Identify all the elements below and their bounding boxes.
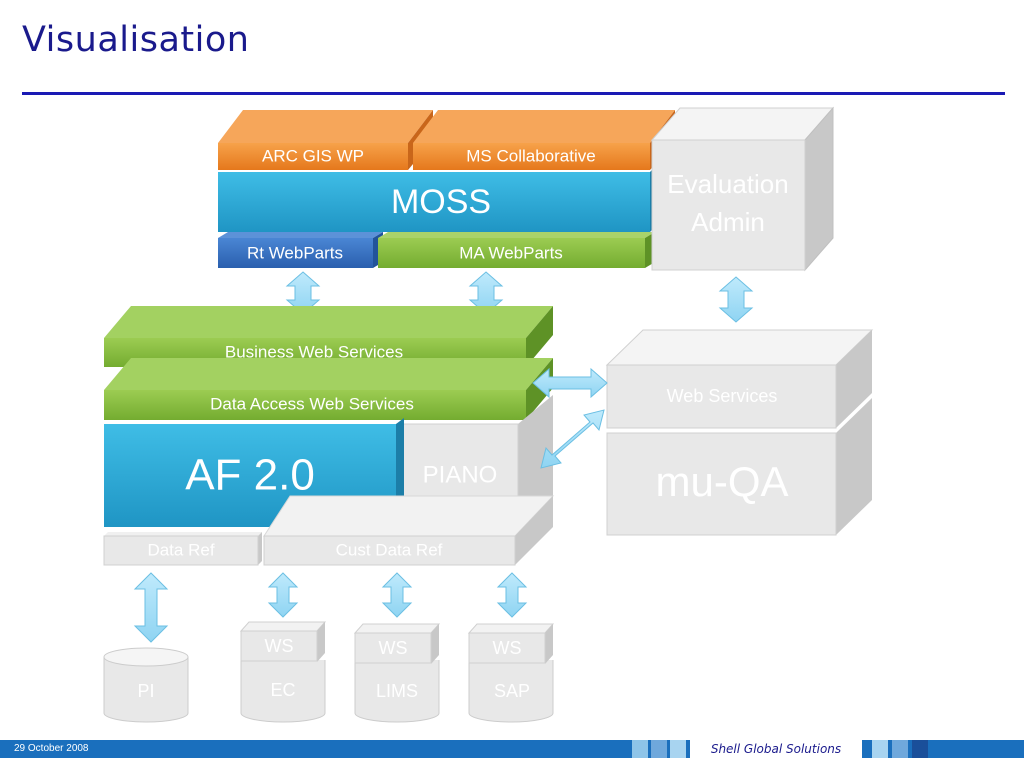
pi-label: PI (137, 681, 154, 701)
af-label: AF 2.0 (185, 451, 315, 500)
data-access-web-services-label: Data Access Web Services (210, 394, 414, 413)
rt-webparts-block: Rt WebParts (218, 232, 383, 268)
ec-database: WS EC (239, 621, 327, 723)
web-services-label: Web Services (667, 386, 778, 406)
evaluation-label: Evaluation (667, 169, 788, 199)
footer-square (892, 740, 908, 758)
footer-bar (0, 740, 1024, 758)
footer-square (632, 740, 648, 758)
footer-brand: Shell Global Solutions (690, 740, 862, 758)
mu-qa-label: mu-QA (655, 458, 788, 505)
business-web-services-block: Business Web Services (104, 306, 553, 367)
sap-arrow (496, 572, 528, 618)
data-access-web-services-block: Data Access Web Services (104, 358, 553, 420)
lims-label: LIMS (376, 681, 418, 701)
lims-ws-label: WS (379, 638, 408, 658)
piano-to-web-services-arrow (540, 409, 605, 469)
af-block: AF 2.0 (104, 418, 404, 527)
web-services-block: Web Services (605, 329, 874, 429)
data-ref-label: Data Ref (147, 540, 214, 559)
footer-square (912, 740, 928, 758)
lims-arrow (381, 572, 413, 618)
footer-square (872, 740, 888, 758)
data-ref-block: Data Ref (103, 532, 262, 566)
page-title: Visualisation (22, 20, 250, 60)
cust-data-ref-label: Cust Data Ref (336, 540, 443, 559)
lims-database: WS LIMS (353, 623, 441, 723)
ms-collaborative-block: MS Collaborative (413, 110, 675, 170)
sap-ws-label: WS (493, 638, 522, 658)
moss-label: MOSS (391, 183, 491, 221)
ec-ws-label: WS (265, 636, 294, 656)
ec-arrow (267, 572, 299, 618)
arc-gis-wp-label: ARC GIS WP (262, 146, 364, 165)
mu-qa-block: mu-QA (606, 398, 872, 536)
admin-label: Admin (691, 207, 765, 237)
sap-database: WS SAP (467, 623, 555, 723)
footer-square (651, 740, 667, 758)
ec-label: EC (270, 680, 295, 700)
architecture-diagram: ARC GIS WP MS Collaborative MOSS Rt WebP… (103, 106, 874, 723)
business-web-services-label: Business Web Services (225, 342, 403, 361)
cust-data-ref-block: Cust Data Ref (263, 495, 555, 566)
piano-label: PIANO (423, 461, 498, 488)
pi-database: PI (103, 647, 189, 723)
ma-webparts-label: MA WebParts (459, 243, 563, 262)
sap-label: SAP (494, 681, 530, 701)
data-access-to-web-services-arrow (532, 367, 608, 399)
ma-webparts-block: MA WebParts (378, 232, 655, 268)
arc-gis-wp-block: ARC GIS WP (218, 110, 433, 170)
footer-date: 29 October 2008 (14, 743, 89, 754)
pi-arrow (133, 572, 169, 643)
evaluation-admin-block: Evaluation Admin (650, 106, 835, 272)
evaluation-admin-arrow (718, 276, 754, 323)
title-divider (22, 92, 1005, 95)
ms-collaborative-label: MS Collaborative (466, 146, 595, 165)
rt-webparts-label: Rt WebParts (247, 243, 343, 262)
footer-square (670, 740, 686, 758)
